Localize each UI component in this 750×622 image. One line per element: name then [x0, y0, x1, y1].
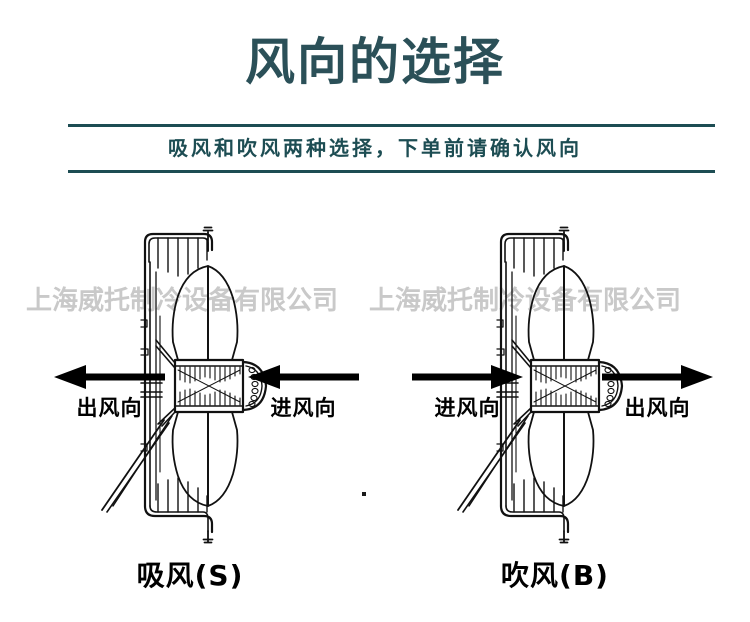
arrow-left-icon — [54, 365, 165, 389]
axial-fan-drawing-blow — [457, 226, 624, 544]
watermark-right: 上海威托制冷设备有限公司 — [369, 286, 682, 316]
fan-diagram-blow — [368, 220, 723, 550]
page-title: 风向的选择 — [245, 33, 505, 91]
divider-top — [68, 124, 715, 127]
airflow-label-outlet: 出风向 — [76, 396, 143, 420]
airflow-inlet-group-blow: 进风向 — [410, 363, 525, 435]
airflow-label-inlet: 进风向 — [270, 396, 337, 420]
caption-blow: 吹风(B) — [501, 559, 609, 592]
airflow-inlet-group-suction: 进风向 — [246, 363, 361, 435]
airflow-label-outlet: 出风向 — [624, 396, 691, 420]
arrow-right-icon — [602, 365, 713, 389]
watermark-left: 上海威托制冷设备有限公司 — [26, 286, 339, 316]
arrow-left-icon — [248, 365, 359, 389]
stray-dot-artifact — [362, 492, 366, 496]
airflow-outlet-group-suction: 出风向 — [52, 363, 167, 435]
airflow-label-inlet: 进风向 — [434, 396, 501, 420]
page-subtitle: 吸风和吹风两种选择，下单前请确认风向 — [168, 136, 582, 160]
arrow-right-icon — [412, 365, 523, 389]
caption-suction: 吸风(S) — [136, 559, 244, 592]
airflow-outlet-group-blow: 出风向 — [600, 363, 715, 435]
divider-bottom — [68, 170, 715, 173]
